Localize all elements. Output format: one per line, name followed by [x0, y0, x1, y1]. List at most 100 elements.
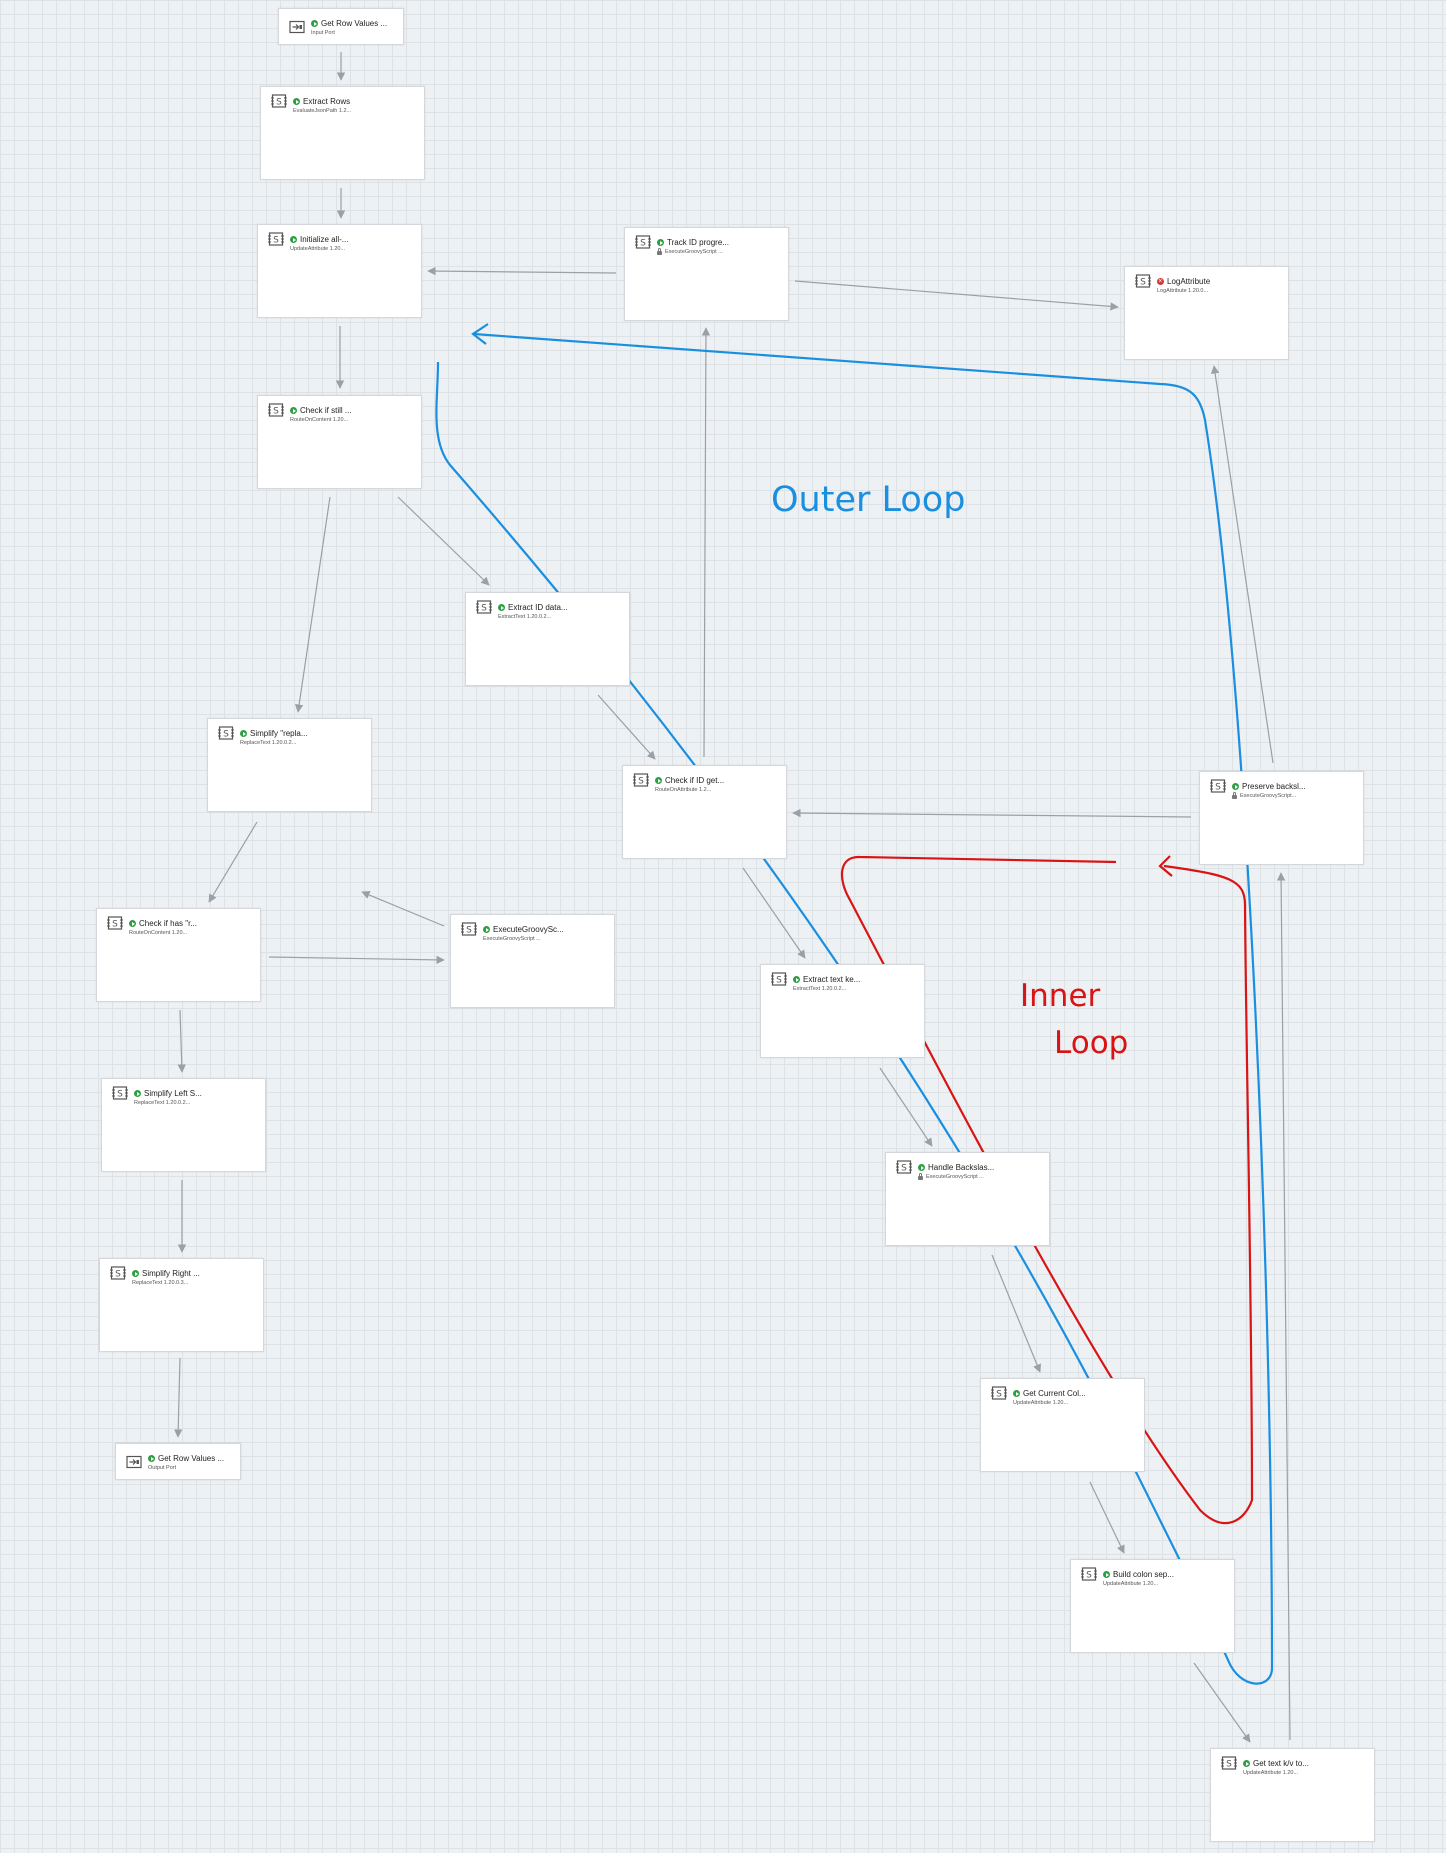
processor-icon: S — [110, 1265, 126, 1281]
processor-n20[interactable]: S Get text k/v to... UpdateAttribute 1.20.… — [1210, 1748, 1375, 1842]
node-subtitle-text: UpdateAttribute 1.20... — [1243, 1770, 1299, 1776]
connection-n12-n11[interactable] — [361, 891, 445, 927]
running-status-icon — [1103, 1571, 1110, 1578]
connection-n10-n5[interactable] — [1210, 365, 1274, 764]
processor-icon: S — [771, 971, 787, 987]
running-status-icon — [240, 730, 247, 737]
node-subtitle: RouteOnContent 1.20... — [129, 930, 187, 936]
node-title-text: Build colon sep... — [1113, 1570, 1174, 1579]
outer-loop-label: Outer Loop — [771, 480, 966, 520]
connection-n17-n19[interactable] — [1089, 1481, 1125, 1554]
connection-n16-n18[interactable] — [173, 1357, 183, 1438]
node-title: Get Row Values ... — [311, 19, 387, 28]
node-subtitle: ReplaceText 1.20.0.2... — [240, 740, 296, 746]
running-status-icon — [655, 777, 662, 784]
running-status-icon — [483, 926, 490, 933]
connection-n6-n8[interactable] — [294, 496, 331, 713]
node-subtitle-text: UpdateAttribute 1.20... — [290, 246, 346, 252]
processor-icon: S — [112, 1085, 128, 1101]
svg-text:S: S — [640, 239, 646, 249]
connection-n15-n17[interactable] — [991, 1254, 1042, 1373]
svg-text:S: S — [276, 98, 282, 108]
invalid-status-icon — [1157, 278, 1164, 285]
processor-icon: S — [896, 1159, 912, 1175]
connection-n11-n14[interactable] — [177, 1009, 186, 1073]
connection-n11-n12[interactable] — [268, 955, 445, 965]
node-subtitle-text: ExecuteGroovyScript ... — [926, 1174, 984, 1180]
node-subtitle-text: UpdateAttribute 1.20... — [1013, 1400, 1069, 1406]
node-subtitle: ExtractText 1.20.0.2... — [498, 614, 551, 620]
node-subtitle-text: RouteOnContent 1.20... — [129, 930, 188, 936]
lock-icon — [657, 248, 662, 255]
connection-n6-n7[interactable] — [397, 496, 490, 586]
svg-text:S: S — [1226, 1760, 1232, 1770]
running-status-icon — [657, 239, 664, 246]
node-title-text: Extract text ke... — [803, 975, 861, 984]
running-status-icon — [1013, 1390, 1020, 1397]
node-subtitle: ExtractText 1.20.0.2... — [793, 986, 846, 992]
node-title-text: Check if ID get... — [665, 776, 725, 785]
node-title: Get Row Values ... — [148, 1454, 224, 1463]
port-n18[interactable]: Get Row Values ... Output Port — [115, 1443, 241, 1480]
node-subtitle: UpdateAttribute 1.20... — [1243, 1770, 1298, 1776]
node-subtitle: ExecuteGroovyScript ... — [483, 936, 541, 942]
svg-text:S: S — [466, 926, 472, 936]
processor-icon: S — [633, 772, 649, 788]
running-status-icon — [290, 236, 297, 243]
svg-text:S: S — [1215, 783, 1221, 793]
connection-n7-n9[interactable] — [597, 694, 656, 760]
connection-n9-n4[interactable] — [701, 327, 711, 758]
node-title: Get text k/v to... — [1243, 1759, 1309, 1768]
connection-n20-n10[interactable] — [1276, 872, 1291, 1741]
node-title-text: Track ID progre... — [667, 238, 729, 247]
connection-n13-n15[interactable] — [879, 1067, 933, 1147]
processor-n5[interactable]: SLogAttributeLogAttribute 1.20.0... — [1124, 266, 1289, 360]
node-subtitle-text: ExecuteGroovyScript... — [1240, 793, 1297, 799]
node-subtitle-text: ReplaceText 1.20.0.2... — [134, 1100, 191, 1106]
connection-n10-n9[interactable] — [792, 808, 1192, 818]
running-status-icon — [1243, 1760, 1250, 1767]
processor-n10[interactable]: S Preserve backsl... ExecuteGroovyScript..… — [1199, 771, 1364, 865]
running-status-icon — [148, 1455, 155, 1462]
inner-loop-label-line2: Loop — [1054, 1025, 1129, 1061]
processor-icon: S — [1210, 778, 1226, 794]
running-status-icon — [132, 1270, 139, 1277]
node-title-text: Get Current Col... — [1023, 1389, 1086, 1398]
svg-text:S: S — [638, 777, 644, 787]
node-subtitle: EvaluateJsonPath 1.2... — [293, 108, 351, 114]
connection-n4-n3[interactable] — [427, 266, 617, 276]
processor-n13[interactable]: S Extract text ke... ExtractText 1.20.0.2.… — [760, 964, 925, 1058]
inner-loop-path — [840, 855, 1254, 1525]
processor-n15[interactable]: S Handle Backslas... ExecuteGroovyScript .… — [885, 1152, 1050, 1246]
node-subtitle-text: Output Port — [148, 1465, 177, 1471]
processor-n16[interactable]: S Simplify Right ... ReplaceText 1.20.0.3.… — [99, 1258, 264, 1352]
connection-n4-n5[interactable] — [794, 280, 1119, 311]
node-title: Simplify Right ... — [132, 1269, 200, 1278]
node-title: Simplify "repla... — [240, 729, 308, 738]
port-n1[interactable]: Get Row Values ...Input Port — [278, 8, 404, 45]
node-title-text: Check if has "r... — [139, 919, 197, 928]
connection-n19-n20[interactable] — [1193, 1662, 1251, 1743]
node-title: Preserve backsl... — [1232, 782, 1306, 791]
node-subtitle: UpdateAttribute 1.20... — [1013, 1400, 1068, 1406]
running-status-icon — [293, 98, 300, 105]
node-title-text: Handle Backslas... — [928, 1163, 995, 1172]
node-subtitle-text: RouteOnContent 1.20... — [290, 417, 349, 423]
node-subtitle-text: LogAttribute 1.20.0... — [1157, 288, 1209, 294]
node-subtitle: ReplaceText 1.20.0.3... — [132, 1280, 188, 1286]
connection-n8-n11[interactable] — [208, 821, 258, 903]
connection-n9-n13[interactable] — [742, 867, 806, 959]
node-title: Check if has "r... — [129, 919, 197, 928]
